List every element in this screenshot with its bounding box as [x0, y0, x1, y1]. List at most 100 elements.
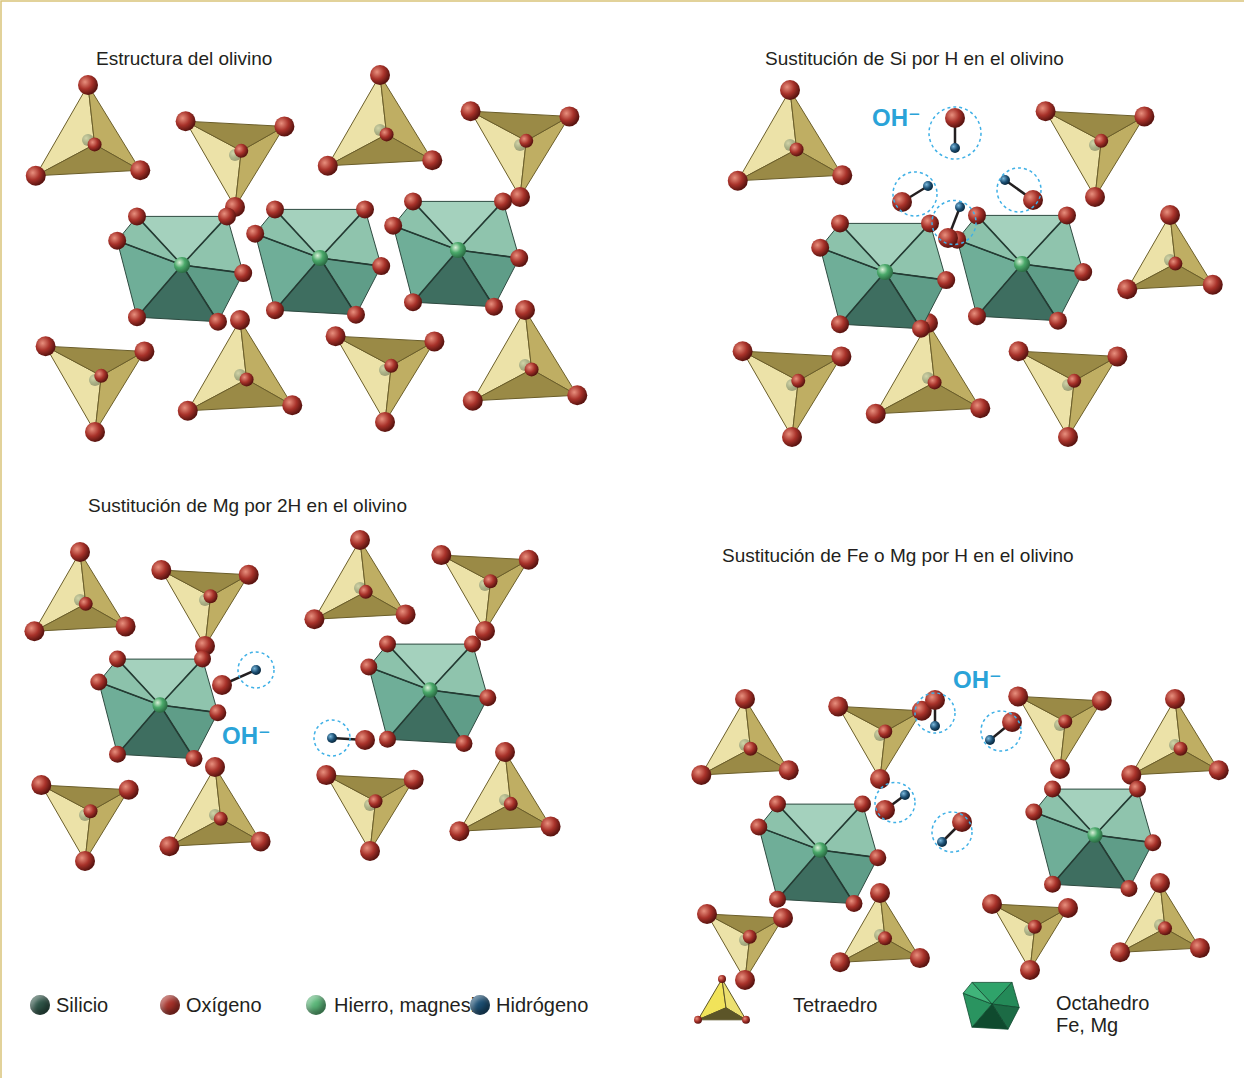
oxygen-atom: [1036, 101, 1056, 121]
oxygen-atom: [1058, 206, 1076, 224]
octahedron-face: [393, 201, 458, 250]
dashed-marker: [915, 693, 955, 733]
oxygen-atom: [870, 883, 890, 903]
oxygen-atom: [485, 298, 503, 316]
tetrahedron: [697, 904, 793, 990]
oxygen-atom: [318, 156, 338, 176]
dashed-marker: [932, 201, 976, 245]
legend-label: Octahedro Fe, Mg: [1056, 992, 1166, 1036]
oxygen-atom: [878, 931, 892, 945]
hydrogen-atom: [251, 665, 261, 675]
oxygen-atom: [239, 565, 259, 585]
octahedron-edge: [117, 241, 182, 265]
octahedron-face: [885, 223, 946, 280]
tetrahedron: [449, 742, 560, 841]
octahedron-edge: [255, 234, 320, 258]
octahedron-face: [255, 209, 320, 258]
octahedron-edge: [182, 216, 227, 265]
octahedron-edge: [1034, 812, 1095, 835]
octahedron: [90, 651, 226, 767]
oxygen-atom: [26, 166, 46, 186]
octahedron-edge: [99, 682, 160, 705]
tetrahedron-face: [473, 369, 578, 400]
octahedron-edge: [885, 272, 946, 280]
oxygen-atom: [88, 137, 102, 151]
oxygen-atom: [1110, 942, 1130, 962]
oxygen-atom: [370, 65, 390, 85]
oxygen-atom: [369, 794, 383, 808]
tetrahedron: [304, 530, 415, 629]
hydroxyl-group: [314, 720, 375, 756]
octahedron-edge: [840, 272, 885, 324]
iron-magnesium-atom: [1014, 256, 1030, 272]
oxygen-atom: [742, 1016, 750, 1024]
dashed-marker: [238, 652, 274, 688]
oxygen-atom: [194, 651, 211, 668]
oxygen-atom: [212, 675, 232, 695]
octahedron-face: [1095, 789, 1153, 843]
octahedron-face: [957, 240, 1022, 317]
tetrahedron-face: [188, 379, 293, 410]
octahedron-edge: [885, 272, 921, 329]
tetrahedron: [36, 336, 155, 442]
oxygen-atom: [404, 192, 422, 210]
oxygen-atom: [928, 375, 942, 389]
octahedron-edge: [182, 265, 243, 273]
octahedron-edge: [413, 201, 458, 250]
tetrahedron-face: [336, 336, 435, 366]
oxygen-atom: [379, 731, 396, 748]
oxygen-atom: [70, 542, 90, 562]
oxygen-atom: [744, 742, 758, 756]
oxygen-atom: [463, 391, 483, 411]
ion-label: OH⁻: [222, 722, 271, 750]
tetrahedron: [24, 542, 135, 641]
oxygen-atom: [1058, 714, 1072, 728]
oxygen-atom: [109, 651, 126, 668]
tetrahedron: [1009, 341, 1128, 447]
hydrogen-atom: [923, 181, 933, 191]
oxygen-atom: [347, 306, 365, 324]
oxygen-atom: [1144, 834, 1161, 851]
oxygen-atom: [356, 200, 374, 218]
octahedron-edge: [118, 659, 161, 705]
octahedron-edge: [1095, 835, 1129, 889]
tetrahedron: [691, 689, 798, 785]
oxygen-atom: [735, 689, 755, 709]
octahedron-edge: [1022, 264, 1083, 272]
oxygen-atom: [422, 150, 442, 170]
octahedron-edge: [1022, 215, 1067, 264]
oxygen-atom: [1129, 781, 1146, 798]
oxygen-atom: [456, 735, 473, 752]
octahedron-edge: [1095, 835, 1153, 843]
octahedron-face: [1034, 789, 1095, 835]
oxygen-atom: [1174, 742, 1188, 756]
tetrahedron: [866, 313, 991, 424]
oxygen-atom: [404, 770, 424, 790]
octahedron-face: [820, 804, 878, 858]
oxygen-atom: [205, 757, 225, 777]
octahedron-edge: [759, 827, 820, 850]
oxygen-atom: [75, 851, 95, 871]
octahedron-edge: [275, 209, 320, 258]
oxygen-atom: [510, 187, 530, 207]
oxygen-atom: [1049, 312, 1067, 330]
hydrogen-atom: [1000, 175, 1010, 185]
octahedron-face: [393, 226, 458, 303]
oxygen-atom: [274, 116, 294, 136]
octahedron-face: [117, 216, 182, 265]
oxygen-atom: [134, 341, 154, 361]
legend-icons: [694, 975, 1019, 1029]
oxygen-atom: [355, 730, 375, 750]
tetrahedron-face: [314, 592, 405, 619]
iron-magnesium-atom: [1087, 827, 1102, 842]
oxygen-atom: [1134, 106, 1154, 126]
oxygen-atom: [875, 800, 895, 820]
octahedron-edge: [778, 804, 821, 850]
oxygen-atom: [431, 545, 451, 565]
oxygen-atom: [733, 341, 753, 361]
oxygen-atom: [424, 331, 444, 351]
oxygen-atom: [1085, 187, 1105, 207]
hydrogen-atom: [955, 202, 965, 212]
oxygen-atom: [567, 385, 587, 405]
